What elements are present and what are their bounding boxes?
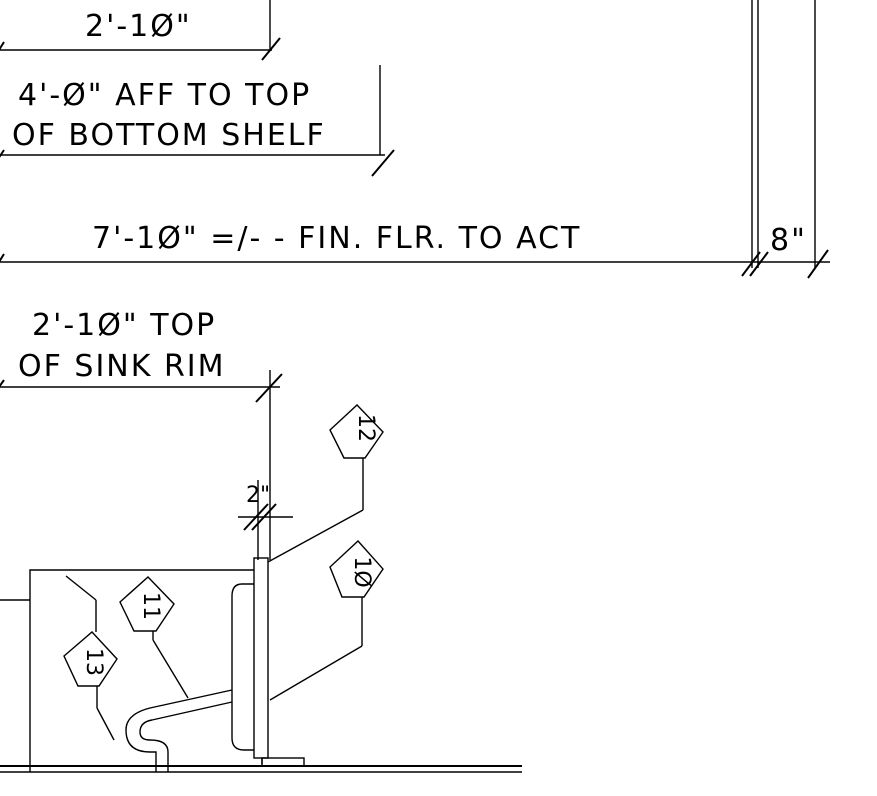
wall-dimension-label: 8" <box>770 223 807 258</box>
bottom-shelf-label-line2: OF BOTTOM SHELF <box>12 118 326 153</box>
keynote-tag-11-label: 11 <box>138 592 163 620</box>
keynote-tag-12-label: 12 <box>353 414 378 442</box>
bottom-shelf-label-line1: 4'-Ø" AFF TO TOP <box>18 78 311 113</box>
sink-bowl <box>231 557 305 767</box>
keynote-tag-12: 12 <box>267 404 384 563</box>
floor <box>0 765 522 773</box>
drain-trap <box>125 689 233 772</box>
offset-dimension-label: 2" <box>246 483 270 508</box>
sink-rim-label-line2: OF SINK RIM <box>18 349 226 384</box>
ceiling-dimension-label: 7'-1Ø" =/- - FIN. FLR. TO ACT <box>92 221 581 256</box>
keynote-tag-10-label: 1Ø <box>349 556 374 587</box>
keynote-tag-10: 1Ø <box>269 540 384 701</box>
sink-rim-label-line1: 2'-1Ø" TOP <box>32 308 216 343</box>
top-shelf-dimension-label: 2'-1Ø" <box>85 9 192 44</box>
top-shelf-dimension: 2'-1Ø" <box>0 0 281 61</box>
keynote-tag-13-label: 13 <box>81 648 106 676</box>
bottom-shelf-dimension: 4'-Ø" AFF TO TOP OF BOTTOM SHELF <box>0 65 395 177</box>
sink-rim-dimension: 2'-1Ø" TOP OF SINK RIM <box>0 308 283 560</box>
offset-dimension: 2" <box>238 480 293 560</box>
cabinet <box>0 569 254 772</box>
ceiling-dimension: 7'-1Ø" =/- - FIN. FLR. TO ACT <box>0 221 830 263</box>
keynote-tag-13: 13 <box>63 575 118 741</box>
keynote-tag-11: 11 <box>119 576 189 699</box>
wall-section: 8" <box>741 0 829 279</box>
